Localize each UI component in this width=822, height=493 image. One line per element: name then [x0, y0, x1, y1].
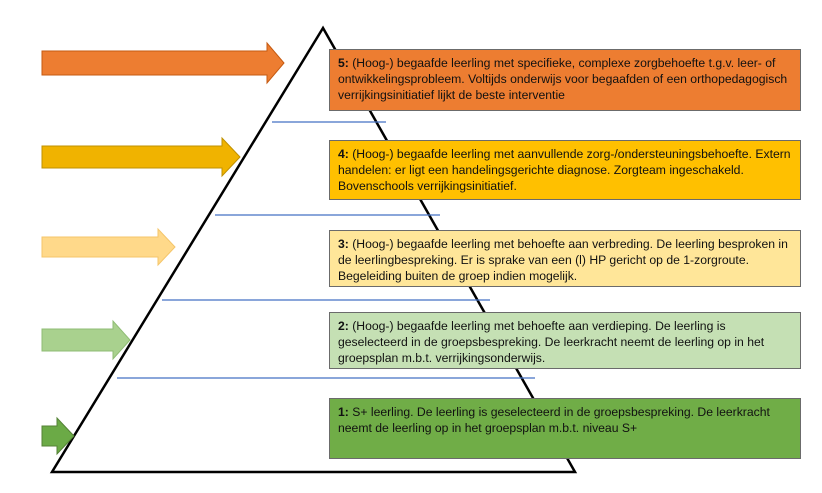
level-1-box: 1: S+ leerling. De leerling is geselecte…: [329, 398, 801, 459]
arrow-level-4: [41, 136, 241, 178]
level-3-number: 3:: [338, 237, 349, 251]
arrow-level-1: [41, 416, 75, 456]
level-4-number: 4:: [338, 147, 349, 161]
level-4-box: 4: (Hoog-) begaafde leerling met aanvull…: [329, 140, 801, 200]
level-3-box: 3: (Hoog-) begaafde leerling met behoeft…: [329, 230, 801, 287]
arrow-level-3: [41, 227, 176, 267]
arrow-level-5: [41, 41, 285, 85]
level-5-number: 5:: [338, 56, 349, 70]
level-4-text: (Hoog-) begaafde leerling met aanvullend…: [338, 147, 791, 193]
level-2-box: 2: (Hoog-) begaafde leerling met behoeft…: [329, 312, 801, 369]
level-5-box: 5: (Hoog-) begaafde leerling met specifi…: [329, 49, 801, 111]
level-1-text: S+ leerling. De leerling is geselecteerd…: [338, 405, 770, 435]
level-5-text: (Hoog-) begaafde leerling met specifieke…: [338, 56, 788, 102]
level-2-number: 2:: [338, 319, 349, 333]
arrow-level-2: [41, 319, 131, 361]
level-2-text: (Hoog-) begaafde leerling met behoefte a…: [338, 319, 765, 365]
level-1-number: 1:: [338, 405, 349, 419]
level-3-text: (Hoog-) begaafde leerling met behoefte a…: [338, 237, 788, 283]
